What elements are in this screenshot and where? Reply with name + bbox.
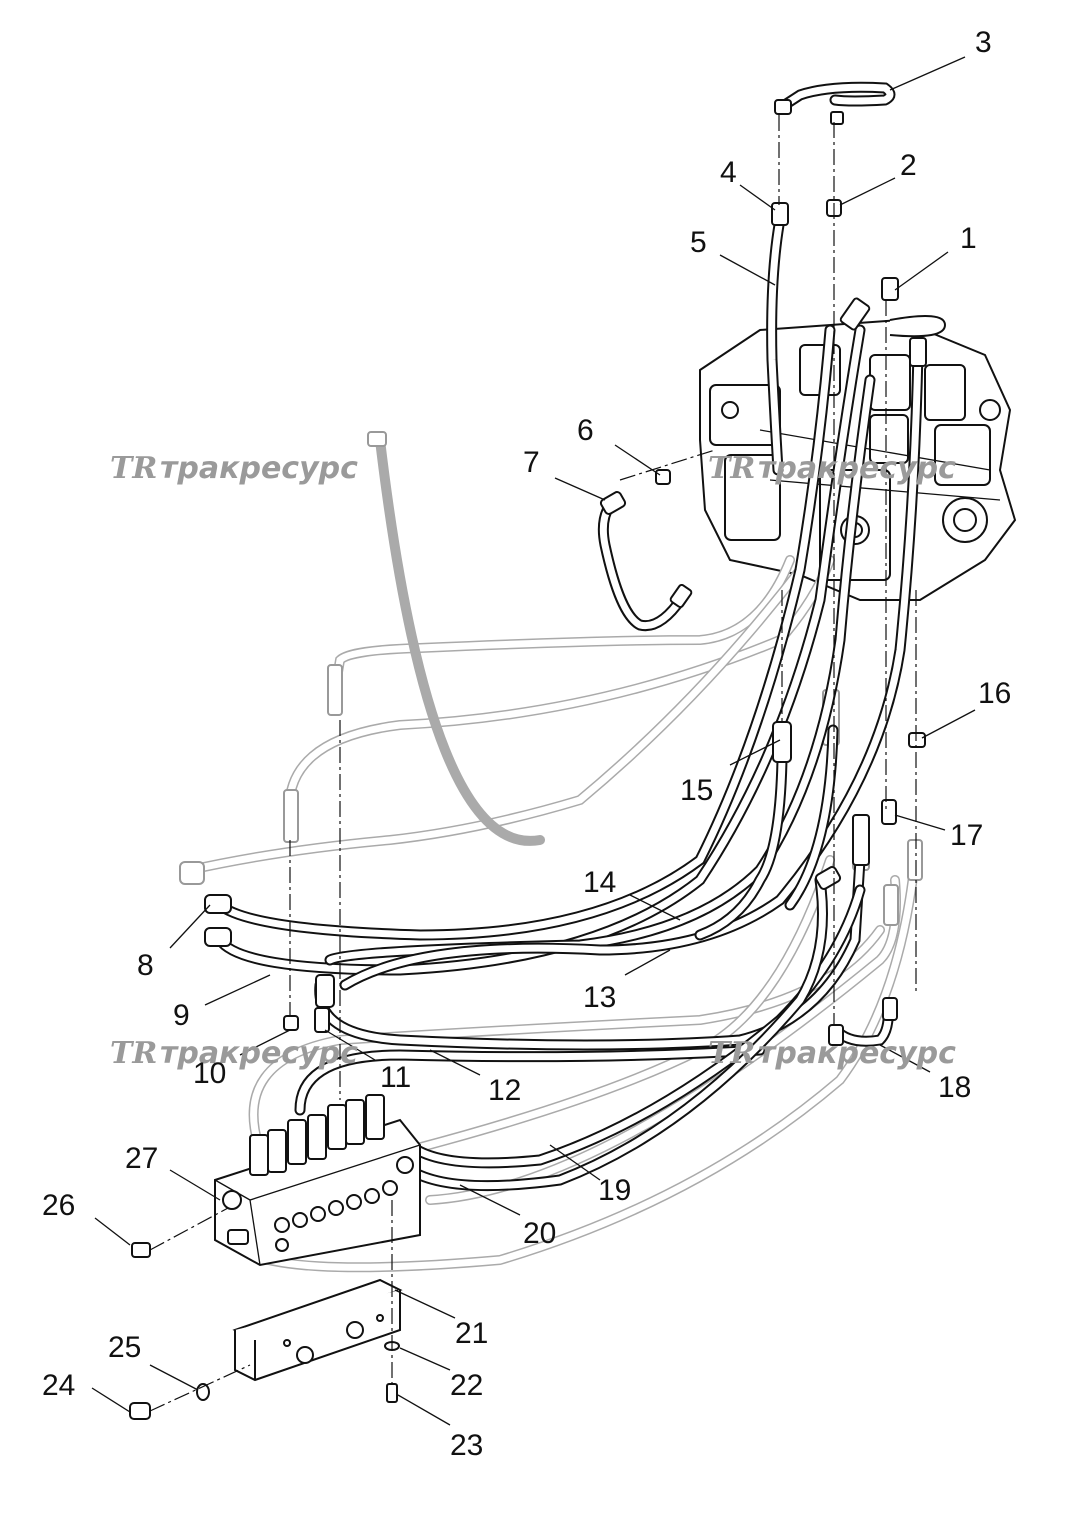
watermark: TR тракресурс TR тракресурс TR тракресур…	[110, 451, 956, 1071]
callout-12: 12	[488, 1074, 521, 1107]
mounting-bracket	[232, 1278, 403, 1382]
callout-16: 16	[978, 677, 1011, 710]
watermark-logo: TR	[110, 1036, 157, 1071]
callout-11: 11	[380, 1061, 411, 1094]
watermark-brand: тракресурс	[758, 1036, 956, 1071]
callout-22: 22	[450, 1369, 483, 1402]
callout-1: 1	[960, 222, 977, 255]
callout-21: 21	[455, 1317, 488, 1350]
callout-18: 18	[938, 1071, 971, 1104]
watermark-logo: TR	[708, 1036, 755, 1071]
callout-2: 2	[900, 149, 917, 182]
callout-10: 10	[193, 1057, 226, 1090]
watermark-logo: TR	[110, 451, 157, 486]
callout-17: 17	[950, 819, 983, 852]
leader-lines	[91, 56, 976, 1426]
callout-24: 24	[42, 1369, 75, 1402]
watermark-bottom-left: TR тракресурс	[110, 1036, 358, 1071]
callout-20: 20	[523, 1217, 556, 1250]
manifold-block	[214, 1094, 421, 1267]
callout-5: 5	[690, 226, 707, 259]
callout-9: 9	[173, 999, 190, 1032]
hoses	[214, 81, 924, 1192]
callout-6: 6	[577, 414, 594, 447]
callout-26: 26	[42, 1189, 75, 1222]
callout-labels: 1 2 3 4 5 6 7 8 9 10 11 12 13 14 15 16 1…	[42, 26, 1011, 1462]
callout-19: 19	[598, 1174, 631, 1207]
watermark-top-left: TR тракресурс	[110, 451, 358, 486]
callout-4: 4	[720, 156, 737, 189]
callout-7: 7	[523, 446, 540, 479]
watermark-brand: тракресурс	[758, 451, 956, 486]
callout-23: 23	[450, 1429, 483, 1462]
callout-27: 27	[125, 1142, 158, 1175]
callout-14: 14	[583, 866, 616, 899]
callout-3: 3	[975, 26, 992, 59]
watermark-brand: тракресурс	[160, 1036, 358, 1071]
callout-8: 8	[137, 949, 154, 982]
callout-25: 25	[108, 1331, 141, 1364]
assembly-lines	[149, 115, 917, 1412]
watermark-logo: TR	[708, 451, 755, 486]
callout-13: 13	[583, 981, 616, 1014]
callout-15: 15	[680, 774, 713, 807]
watermark-bottom-right: TR тракресурс	[708, 1036, 956, 1071]
watermark-brand: тракресурс	[160, 451, 358, 486]
watermark-top-right: TR тракресурс	[708, 451, 956, 486]
